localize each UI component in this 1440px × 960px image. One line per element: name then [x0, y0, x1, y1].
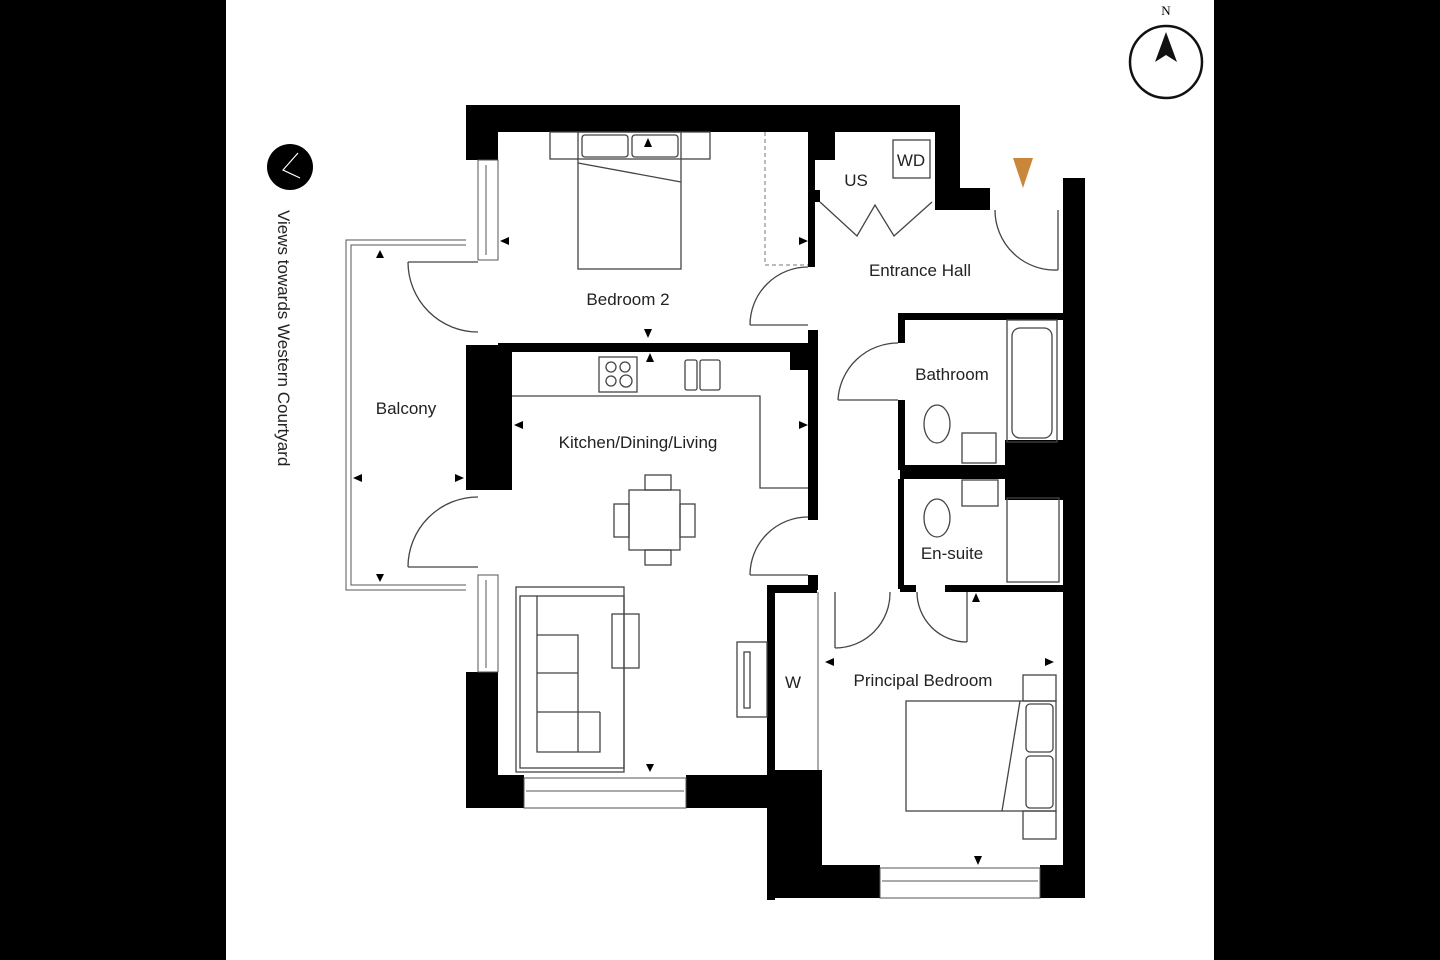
room-label-bathroom: Bathroom — [915, 365, 989, 384]
room-label-bedroom-2: Bedroom 2 — [586, 290, 669, 309]
room-label-entrance-hall: Entrance Hall — [869, 261, 971, 280]
windows — [345, 159, 1041, 899]
room-label-balcony: Balcony — [376, 399, 437, 418]
view-label: Views towards Western Courtyard — [274, 210, 293, 466]
compass-label: N — [1161, 3, 1171, 18]
room-label-us: US — [844, 171, 868, 190]
north-compass-icon: N — [1128, 3, 1204, 100]
furniture — [512, 131, 1060, 840]
doors — [407, 158, 1059, 770]
room-label-wardrobe: W — [785, 673, 801, 692]
room-label-en-suite: En-suite — [921, 544, 983, 563]
entrance-marker-icon — [1013, 158, 1033, 188]
walls — [466, 105, 1085, 900]
room-label-wd: WD — [897, 151, 925, 170]
room-label-principal-bedroom: Principal Bedroom — [854, 671, 993, 690]
room-label-kitchen-dining-living: Kitchen/Dining/Living — [559, 433, 718, 452]
dimension-markers — [353, 138, 1054, 865]
view-direction-icon — [267, 144, 313, 190]
